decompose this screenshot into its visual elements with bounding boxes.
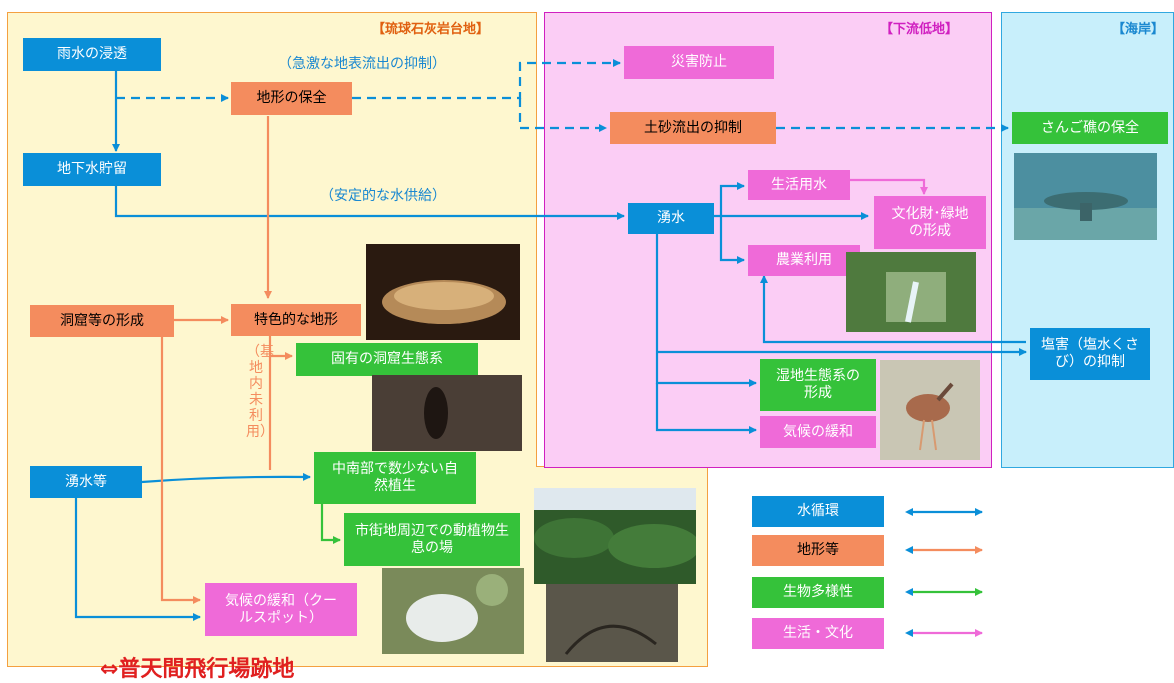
node-living-water: 生活用水: [748, 170, 850, 200]
arrow-living-to-cultural: [850, 178, 928, 195]
node-salt-damage: 塩害（塩水くさび）の抑制: [1030, 328, 1150, 380]
note-stable-supply: （安定的な水供給）: [320, 188, 446, 204]
region-coast: [1001, 12, 1174, 468]
legend-biodiversity: 生物多様性: [752, 577, 884, 608]
legend-life-culture: 生活・文化: [752, 618, 884, 649]
node-climate-mitigation-lowland: 気候の緩和: [760, 416, 876, 448]
node-natural-vegetation: 中南部で数少ない自然植生: [314, 452, 476, 504]
node-rain-infiltration: 雨水の浸透: [23, 38, 161, 71]
photo-coral-reef: [1014, 153, 1157, 240]
region-title-lowland: 【下流低地】: [880, 22, 959, 37]
photo-cave-formation: [366, 244, 520, 340]
photo-frog-eggs: [382, 568, 524, 654]
arrow-springs-to-veg: [141, 472, 311, 484]
region-title-limestone: 【琉球石灰岩台地】: [372, 22, 490, 37]
photo-spring-water: [846, 252, 976, 332]
photo-natural-vegetation: [534, 488, 696, 584]
arrow-salt-to-agri: [760, 275, 1026, 344]
node-cultural-green: 文化財･緑地の形成: [874, 196, 986, 249]
arrow-springs-to-cool: [74, 498, 201, 621]
arrow-cave-to-cool: [160, 336, 201, 604]
note-rapid-runoff: （急激な地表流出の抑制）: [278, 56, 446, 72]
node-springs-etc: 湧水等: [30, 466, 142, 498]
arrow-spring-to-wetland: [655, 233, 757, 387]
photo-wetland-bird: [880, 360, 980, 460]
node-cave-ecosystem: 固有の洞窟生態系: [296, 343, 478, 376]
photo-forest-floor: [546, 584, 678, 662]
arrow-landform-to-disaster: [352, 59, 621, 100]
arrow-veg-to-urban: [320, 500, 341, 544]
region-title-coast: 【海岸】: [1112, 22, 1165, 37]
node-spring: 湧水: [628, 203, 714, 234]
node-wetland-ecosystem: 湿地生態系の形成: [760, 359, 876, 411]
note-unused-in-base: （基地内未利用）: [246, 344, 274, 440]
node-coral-conservation: さんご礁の保全: [1012, 112, 1168, 144]
node-agriculture: 農業利用: [748, 245, 860, 276]
legend-water-cycle: 水循環: [752, 496, 884, 527]
arrow-spring-to-climate: [655, 383, 757, 434]
node-disaster-prevention: 災害防止: [624, 46, 774, 79]
node-landform-conservation: 地形の保全: [231, 82, 352, 115]
node-cave-formation: 洞窟等の形成: [30, 305, 174, 337]
arrow-spring-to-living: [719, 182, 745, 216]
arrow-spring-to-agri: [719, 216, 745, 264]
legend-landform: 地形等: [752, 535, 884, 566]
node-urban-habitat: 市街地周辺での動植物生息の場: [344, 513, 520, 566]
arrow-landform-to-sediment: [518, 98, 607, 132]
node-groundwater-storage: 地下水貯留: [23, 153, 161, 186]
footer-site-label: ⇔普天間飛行場跡地: [100, 657, 295, 682]
node-characteristic-landform: 特色的な地形: [231, 304, 361, 336]
photo-bat-in-cave: [372, 375, 522, 451]
node-sediment-control: 土砂流出の抑制: [610, 112, 776, 144]
node-climate-cool-spot: 気候の緩和（クールスポット）: [205, 583, 357, 636]
arrow-groundwater-to-spring: [114, 186, 625, 220]
